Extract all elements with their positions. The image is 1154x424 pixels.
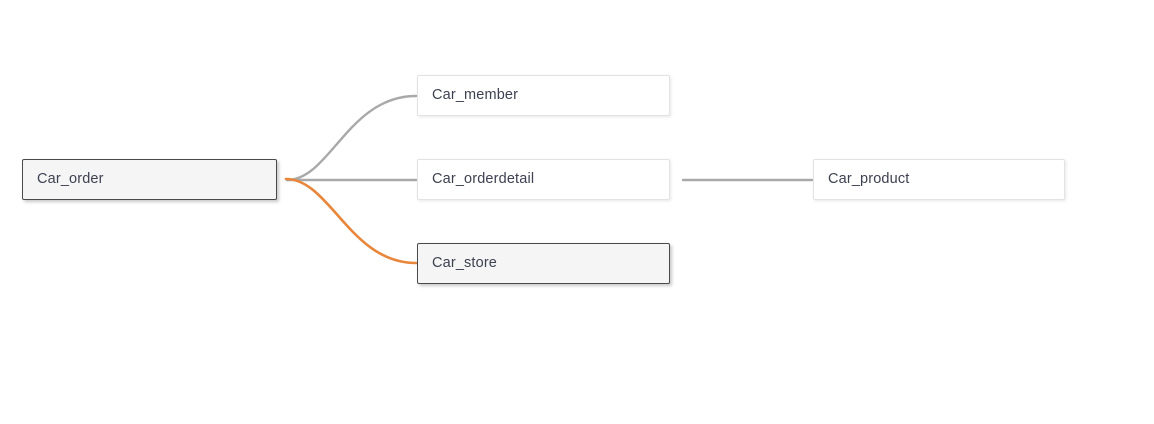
node-car-order[interactable]: Car_order: [22, 159, 277, 200]
node-label-car-store: Car_store: [432, 255, 498, 272]
edge-car-order-to-car-store: [284, 177, 418, 265]
node-label-car-product: Car_product: [828, 171, 910, 188]
node-car-orderdetail[interactable]: Car_orderdetail: [417, 159, 670, 200]
edge-car-order-to-car-member: [285, 94, 418, 182]
node-label-car-orderdetail: Car_orderdetail: [432, 171, 535, 188]
node-label-car-member: Car_member: [432, 87, 519, 104]
node-car-product[interactable]: Car_product: [813, 159, 1065, 200]
node-car-member[interactable]: Car_member: [417, 75, 670, 116]
node-label-car-order: Car_order: [37, 171, 104, 188]
node-car-store[interactable]: Car_store: [417, 243, 670, 284]
